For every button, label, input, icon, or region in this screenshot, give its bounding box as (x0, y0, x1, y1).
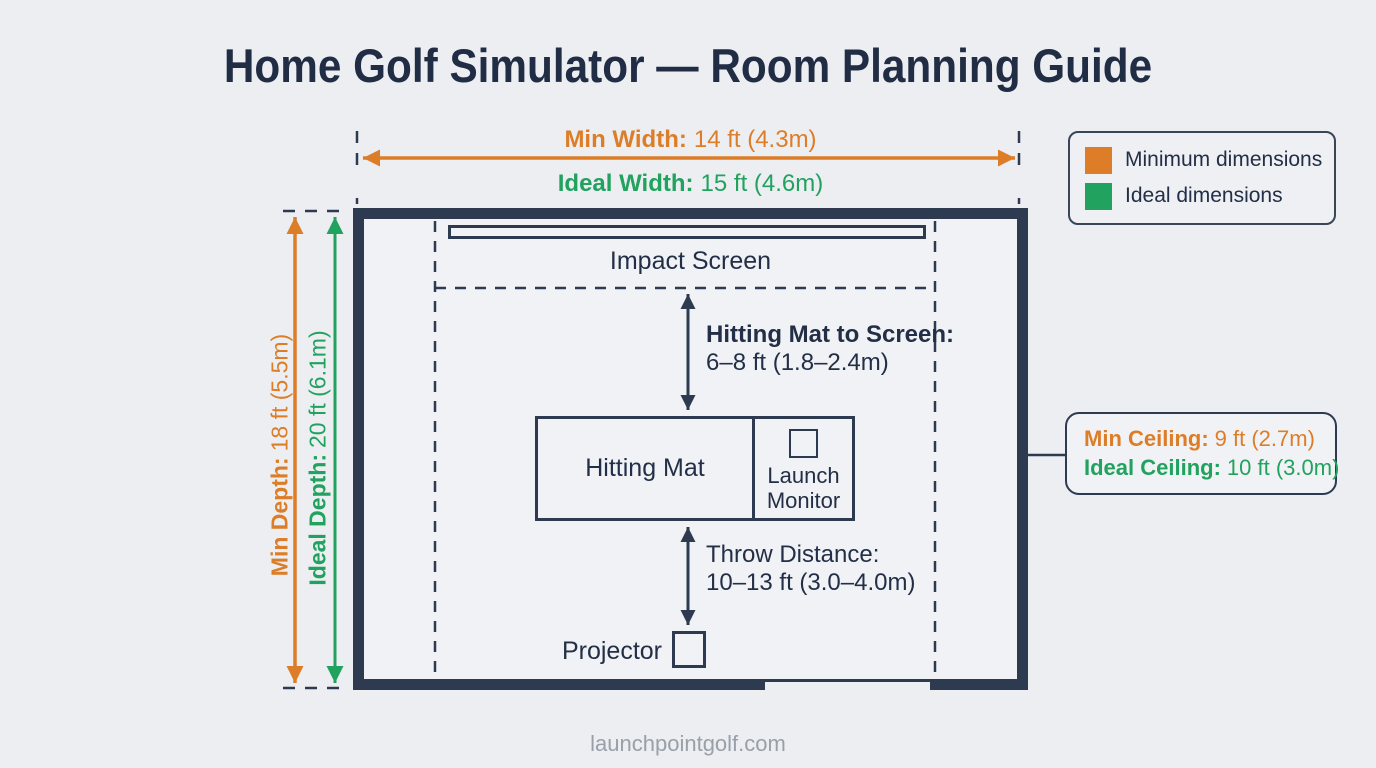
ideal-ceiling-label: Ideal Ceiling: (1084, 455, 1221, 480)
page-title: Home Golf Simulator — Room Planning Guid… (223, 39, 1153, 92)
ideal-ceiling-line: Ideal Ceiling:10 ft (3.0m) (1084, 455, 1339, 481)
ceiling-callout: Min Ceiling:9 ft (2.7m) Ideal Ceiling:10… (1065, 412, 1339, 495)
min-depth-label: Min Depth: 18 ft (5.5m) (267, 334, 294, 576)
legend-item-ideal-label: Ideal dimensions (1125, 184, 1283, 207)
door-opening (765, 679, 930, 690)
min-width-label-value: 14 ft (4.3m) (693, 126, 817, 153)
min-ceiling-value: 9 ft (2.7m) (1214, 426, 1315, 451)
min-ceiling-label: Min Ceiling: (1084, 426, 1209, 451)
hitting-mat-label: Hitting Mat (585, 454, 705, 482)
min-width-label-title: Min Width: (564, 126, 687, 153)
legend-item-minimum: Minimum dimensions (1085, 146, 1334, 174)
ideal-depth-label-title: Ideal Depth: (304, 453, 331, 586)
throw-distance-label: Throw Distance: 10–13 ft (3.0–4.0m) (706, 541, 915, 597)
impact-screen-shape (448, 225, 926, 239)
legend: Minimum dimensions Ideal dimensions (1068, 131, 1336, 225)
legend-item-ideal: Ideal dimensions (1085, 182, 1334, 210)
projector-square (672, 631, 706, 668)
throw-distance-label-title: Throw Distance: (706, 541, 880, 568)
ideal-width-label-value: 15 ft (4.6m) (700, 170, 824, 197)
ideal-color-swatch (1085, 182, 1112, 210)
min-depth-label-value: 18 ft (5.5m) (266, 333, 293, 452)
min-ceiling-line: Min Ceiling:9 ft (2.7m) (1084, 426, 1335, 452)
impact-screen-label: Impact Screen (609, 247, 772, 275)
min-depth-label-title: Min Depth: (266, 457, 293, 577)
legend-item-minimum-label: Minimum dimensions (1125, 148, 1323, 171)
ideal-ceiling-value: 10 ft (3.0m) (1226, 455, 1340, 480)
ideal-depth-label-value: 20 ft (6.1m) (304, 330, 331, 448)
projector-label: Projector (561, 637, 662, 665)
minimum-color-swatch (1085, 146, 1112, 174)
launch-monitor-label: Launch Monitor (766, 463, 841, 513)
hitting-mat-box: Hitting Mat Launch Monitor (535, 416, 855, 521)
launch-monitor-cell: Launch Monitor (752, 419, 852, 518)
ideal-width-label-title: Ideal Width: (557, 170, 694, 197)
ideal-width-label: Ideal Width:15 ft (4.6m) (353, 170, 1028, 198)
mat-to-screen-label-title: Hitting Mat to Screen: (706, 321, 955, 348)
min-width-label: Min Width:14 ft (4.3m) (353, 126, 1028, 154)
launch-monitor-square (789, 429, 818, 458)
mat-to-screen-label: Hitting Mat to Screen: 6–8 ft (1.8–2.4m) (706, 321, 954, 377)
mat-to-screen-label-value: 6–8 ft (1.8–2.4m) (706, 349, 889, 376)
throw-distance-label-value: 10–13 ft (3.0–4.0m) (706, 569, 916, 596)
ideal-depth-label: Ideal Depth: 20 ft (6.1m) (305, 330, 332, 585)
watermark-url: launchpointgolf.com (590, 731, 786, 756)
